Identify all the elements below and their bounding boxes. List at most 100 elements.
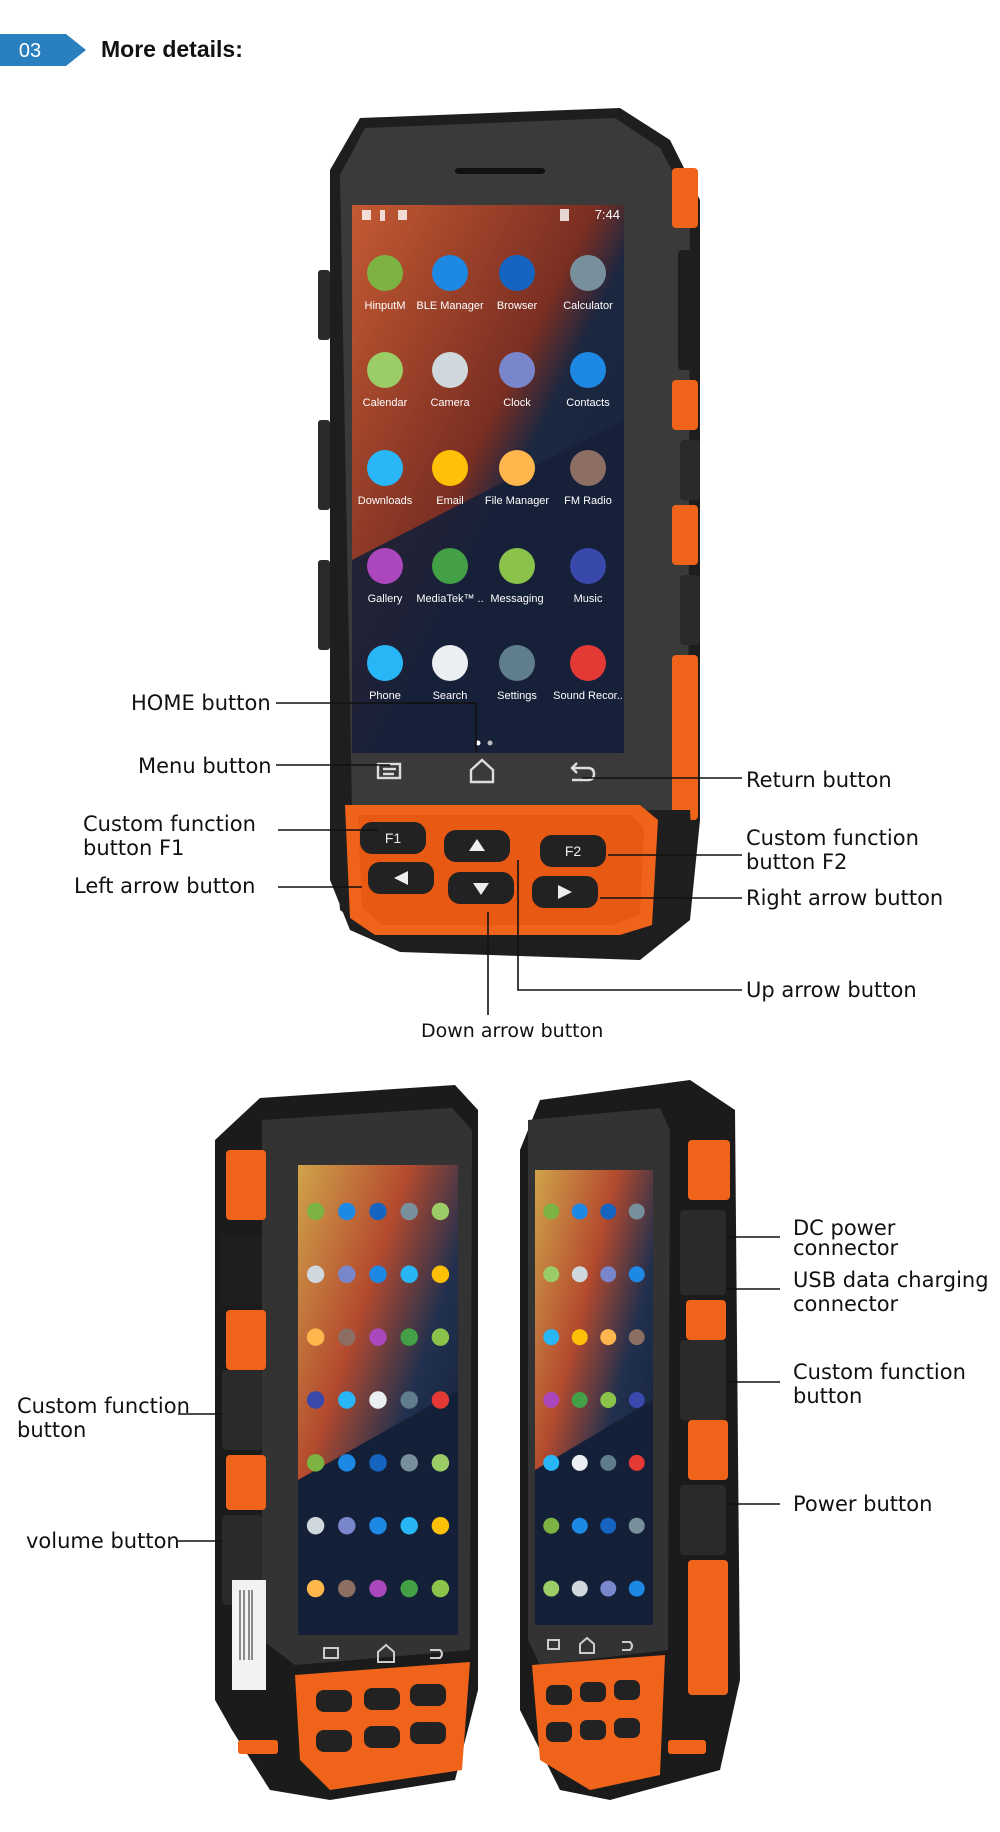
right-arrow-key[interactable] [532, 876, 598, 908]
svg-text:F1: F1 [385, 830, 402, 846]
app-messaging[interactable]: Messaging [490, 548, 544, 605]
app-settings[interactable]: Settings [497, 645, 537, 702]
email-icon [432, 450, 468, 486]
home-key-icon [377, 1643, 395, 1663]
app-icon [600, 1454, 617, 1471]
app-calculator[interactable]: Calculator [563, 255, 613, 312]
app-hinputm[interactable]: HinputM [365, 255, 406, 312]
app-mediatek[interactable]: MediaTek™ .. [416, 548, 484, 605]
app-icon [400, 1202, 418, 1221]
page-dot [487, 740, 493, 746]
app-icon [306, 1328, 325, 1346]
callout-custom-left-line1: Custom function [17, 1394, 190, 1418]
app-phone[interactable]: Phone [367, 645, 403, 702]
callout-custom-left-line2: button [17, 1418, 87, 1442]
app-label: Sound Recor.. [553, 690, 623, 702]
callout-usb-line1: USB data charging [793, 1268, 989, 1292]
app-camera[interactable]: Camera [430, 352, 470, 409]
app-icon [306, 1202, 325, 1221]
app-label: Search [433, 690, 468, 702]
section-number: 03 [19, 40, 41, 62]
globe-icon [499, 255, 535, 291]
app-label: BLE Manager [416, 300, 484, 312]
app-icon [369, 1391, 387, 1409]
app-label: Messaging [490, 593, 543, 605]
up-arrow-key[interactable] [444, 830, 510, 862]
menu-key-icon [376, 762, 402, 780]
left-arrow-key[interactable] [368, 862, 434, 894]
app-icon [306, 1265, 325, 1284]
app-icon [431, 1579, 450, 1598]
callout-left-arrow: Left arrow button [74, 874, 256, 898]
menu-key-icon [323, 1647, 339, 1659]
down-arrow-icon [473, 883, 489, 895]
app-clock[interactable]: Clock [499, 352, 535, 409]
callout-dc-line2: connector [793, 1236, 899, 1260]
contacts-icon [570, 352, 606, 388]
callout-power: Power button [793, 1492, 933, 1516]
camera-icon [432, 352, 468, 388]
app-browser[interactable]: Browser [497, 255, 538, 312]
app-ble-manager[interactable]: BLE Manager [416, 255, 484, 312]
return-key-icon [430, 1649, 443, 1659]
f2-key[interactable]: F2 [540, 835, 606, 867]
callout-f1-line1: Custom function [83, 812, 256, 836]
app-icon [400, 1391, 418, 1409]
app-calendar[interactable]: Calendar [363, 352, 408, 409]
app-label: Phone [369, 690, 401, 702]
down-arrow-key[interactable] [448, 872, 514, 904]
app-icon [431, 1265, 450, 1284]
status-time: 7:44 [595, 207, 620, 222]
app-icon [571, 1580, 588, 1597]
app-icon [369, 1202, 387, 1221]
gear-icon [499, 645, 535, 681]
app-label: Calendar [363, 397, 408, 409]
app-icon [543, 1392, 560, 1408]
app-label: File Manager [485, 495, 550, 507]
app-email[interactable]: Email [432, 450, 468, 507]
right-arrow-icon [558, 885, 572, 899]
app-label: Music [574, 593, 603, 605]
app-downloads[interactable]: Downloads [358, 450, 413, 507]
app-label: HinputM [365, 300, 406, 312]
app-icon [400, 1265, 418, 1284]
callout-custom-right-line1: Custom function [793, 1360, 966, 1384]
home-key-icon [469, 758, 495, 784]
app-music[interactable]: Music [570, 548, 606, 605]
callout-f1-line2: button F1 [83, 836, 185, 860]
download-icon [367, 450, 403, 486]
app-icon [431, 1328, 450, 1346]
app-icon [571, 1203, 588, 1220]
app-icon [431, 1202, 450, 1221]
app-icon [543, 1454, 560, 1471]
left-device-app-grid [306, 1202, 450, 1598]
app-label: Clock [503, 397, 531, 409]
app-icon [338, 1579, 356, 1598]
app-icon [306, 1579, 325, 1598]
android-small-icon [398, 210, 407, 220]
phone-icon [367, 645, 403, 681]
usb-icon [380, 210, 385, 221]
callout-dc-line1: DC power [793, 1216, 896, 1240]
device-right-angled [520, 1080, 740, 1800]
app-file-manager[interactable]: File Manager [485, 450, 550, 507]
app-icon [400, 1454, 418, 1472]
app-contacts[interactable]: Contacts [566, 352, 610, 409]
app-grid: HinputM BLE Manager Browser CalculatorCalen… [358, 255, 623, 702]
device-left-angled [215, 1085, 478, 1800]
app-search[interactable]: Search [432, 645, 468, 702]
callout-lines [178, 1236, 780, 1542]
app-fm-radio[interactable]: FM Radio [564, 450, 612, 507]
app-sound-recor[interactable]: Sound Recor.. [553, 645, 623, 702]
app-icon [543, 1266, 560, 1283]
app-icon [600, 1266, 617, 1283]
usb-connector [686, 1300, 726, 1340]
app-icon [369, 1579, 387, 1598]
app-icon [600, 1392, 617, 1408]
chart-icon [432, 548, 468, 584]
clock-icon [499, 352, 535, 388]
app-icon [543, 1329, 560, 1346]
app-gallery[interactable]: Gallery [367, 548, 403, 605]
app-label: Contacts [566, 397, 610, 409]
